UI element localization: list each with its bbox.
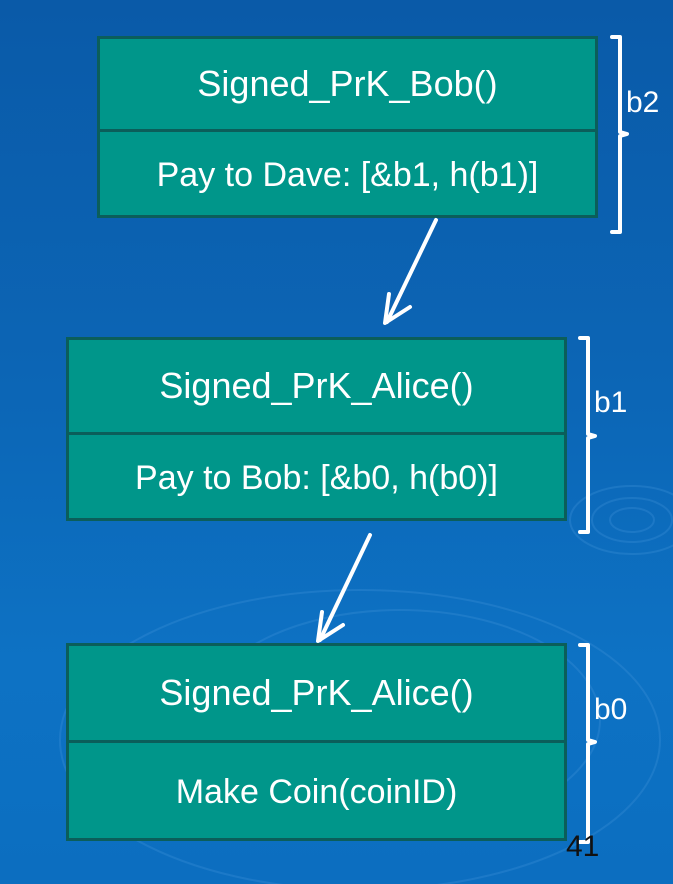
label-b2: b2 [626, 86, 660, 119]
block-b0-divider [69, 740, 564, 743]
block-b0-body: Make Coin(coinID) [175, 772, 458, 811]
block-b0-header: Signed_PrK_Alice() [159, 672, 474, 713]
block-b1: Signed_PrK_Alice() Pay to Bob: [&b0, h(b… [66, 337, 567, 521]
arrow-b1-to-b0 [316, 533, 372, 643]
arrow-b2-to-b1 [383, 218, 438, 325]
block-b1-body: Pay to Bob: [&b0, h(b0)] [135, 458, 498, 497]
block-b2: Signed_PrK_Bob() Pay to Dave: [&b1, h(b1… [97, 36, 598, 218]
label-b0: b0 [594, 693, 628, 726]
block-b2-divider [100, 129, 595, 132]
brace-b1 [578, 336, 597, 534]
brace-b0 [578, 643, 597, 844]
block-b2-body: Pay to Dave: [&b1, h(b1)] [156, 155, 539, 194]
block-b0: Signed_PrK_Alice() Make Coin(coinID) [66, 643, 567, 841]
block-b1-header: Signed_PrK_Alice() [159, 365, 474, 406]
brace-b2 [610, 35, 629, 234]
block-b2-header: Signed_PrK_Bob() [197, 63, 498, 104]
slide-number: 41 [566, 830, 600, 863]
block-b1-divider [69, 432, 564, 435]
label-b1: b1 [594, 386, 628, 419]
